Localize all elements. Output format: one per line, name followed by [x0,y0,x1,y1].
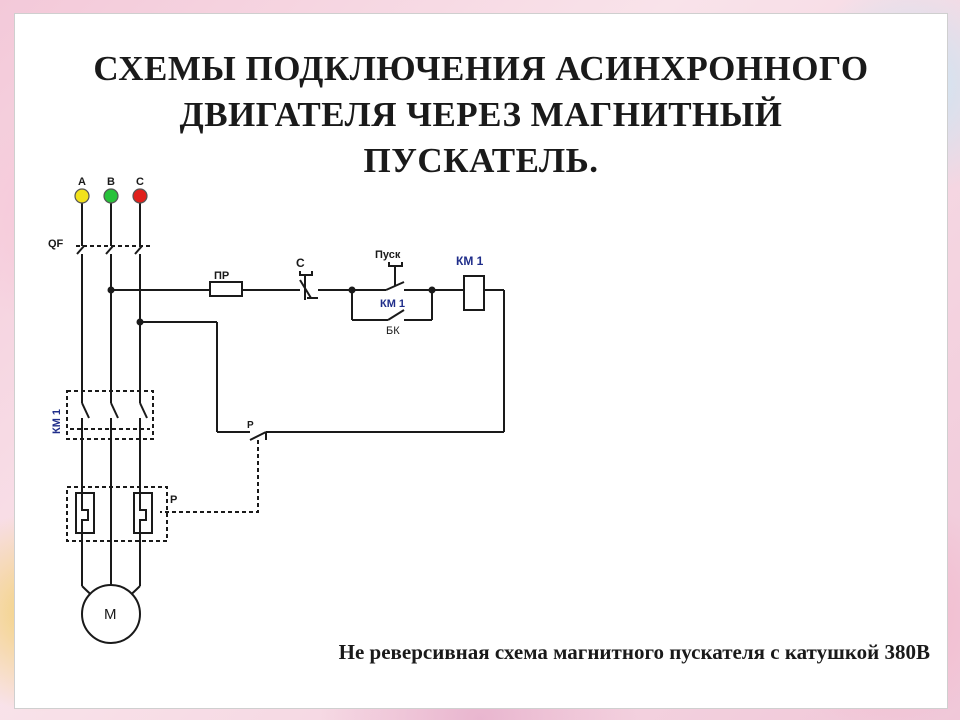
breaker-label: QF [48,238,64,250]
phase-c-label: C [136,176,144,188]
aux-contact-label: КМ 1 [380,298,405,310]
stop-button [292,271,352,300]
breaker-qf [76,238,150,262]
phase-a-terminal [74,188,90,204]
fuse [209,281,243,297]
title-line-2: ДВИГАТЕЛЯ ЧЕРЕЗ МАГНИТНЫЙ [179,95,783,134]
aux-contact-km1 [351,290,433,321]
start-button [352,262,432,291]
title-line-1: СХЕМЫ ПОДКЛЮЧЕНИЯ АСИНХРОННОГО [93,49,869,88]
aux-contact-sub-label: БК [386,325,400,337]
thermal-relay-label: Р [170,494,177,506]
slide-card: СХЕМЫ ПОДКЛЮЧЕНИЯ АСИНХРОННОГО ДВИГАТЕЛЯ… [14,13,948,709]
start-label: Пуск [375,249,401,261]
phase-b-label: B [107,176,115,188]
caption: Не реверсивная схема магнитного пускател… [338,640,930,664]
page-title: СХЕМЫ ПОДКЛЮЧЕНИЯ АСИНХРОННОГО ДВИГАТЕЛЯ… [15,46,947,184]
motor-label: M [104,606,117,623]
phase-c-terminal [132,188,148,204]
contactor-label: КМ 1 [51,409,63,434]
phase-b-terminal [103,188,119,204]
coil-km1 [463,275,485,311]
relay-contact-label: Р [247,420,254,431]
phase-a-label: A [78,176,86,188]
thermal-relay [66,486,168,542]
stop-label: С [296,256,305,270]
fuse-label: ПР [214,270,229,282]
relay-contact [217,431,267,441]
motor [81,584,141,644]
coil-label: КМ 1 [456,254,484,268]
title-line-3: ПУСКАТЕЛЬ. [363,141,599,180]
